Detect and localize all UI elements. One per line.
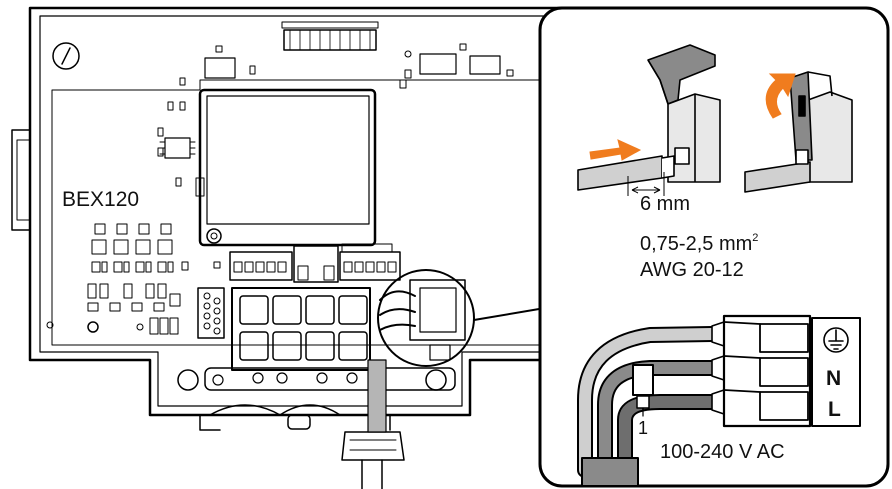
- strip-length-label: 6 mm: [640, 193, 690, 215]
- callout-number: 1: [638, 418, 648, 438]
- device-model-label: BEX120: [62, 188, 139, 211]
- detail-panel: 6 mm 0,75-2,5 mm2 AWG 20-12: [540, 8, 888, 486]
- voltage-label: 100-240 V AC: [660, 441, 785, 463]
- terminal-line-label: L: [828, 398, 841, 421]
- terminal-neutral-label: N: [826, 367, 841, 390]
- cross-section-label: 0,75-2,5 mm2: [640, 232, 758, 255]
- device-housing: [12, 8, 565, 489]
- awg-label: AWG 20-12: [640, 259, 744, 281]
